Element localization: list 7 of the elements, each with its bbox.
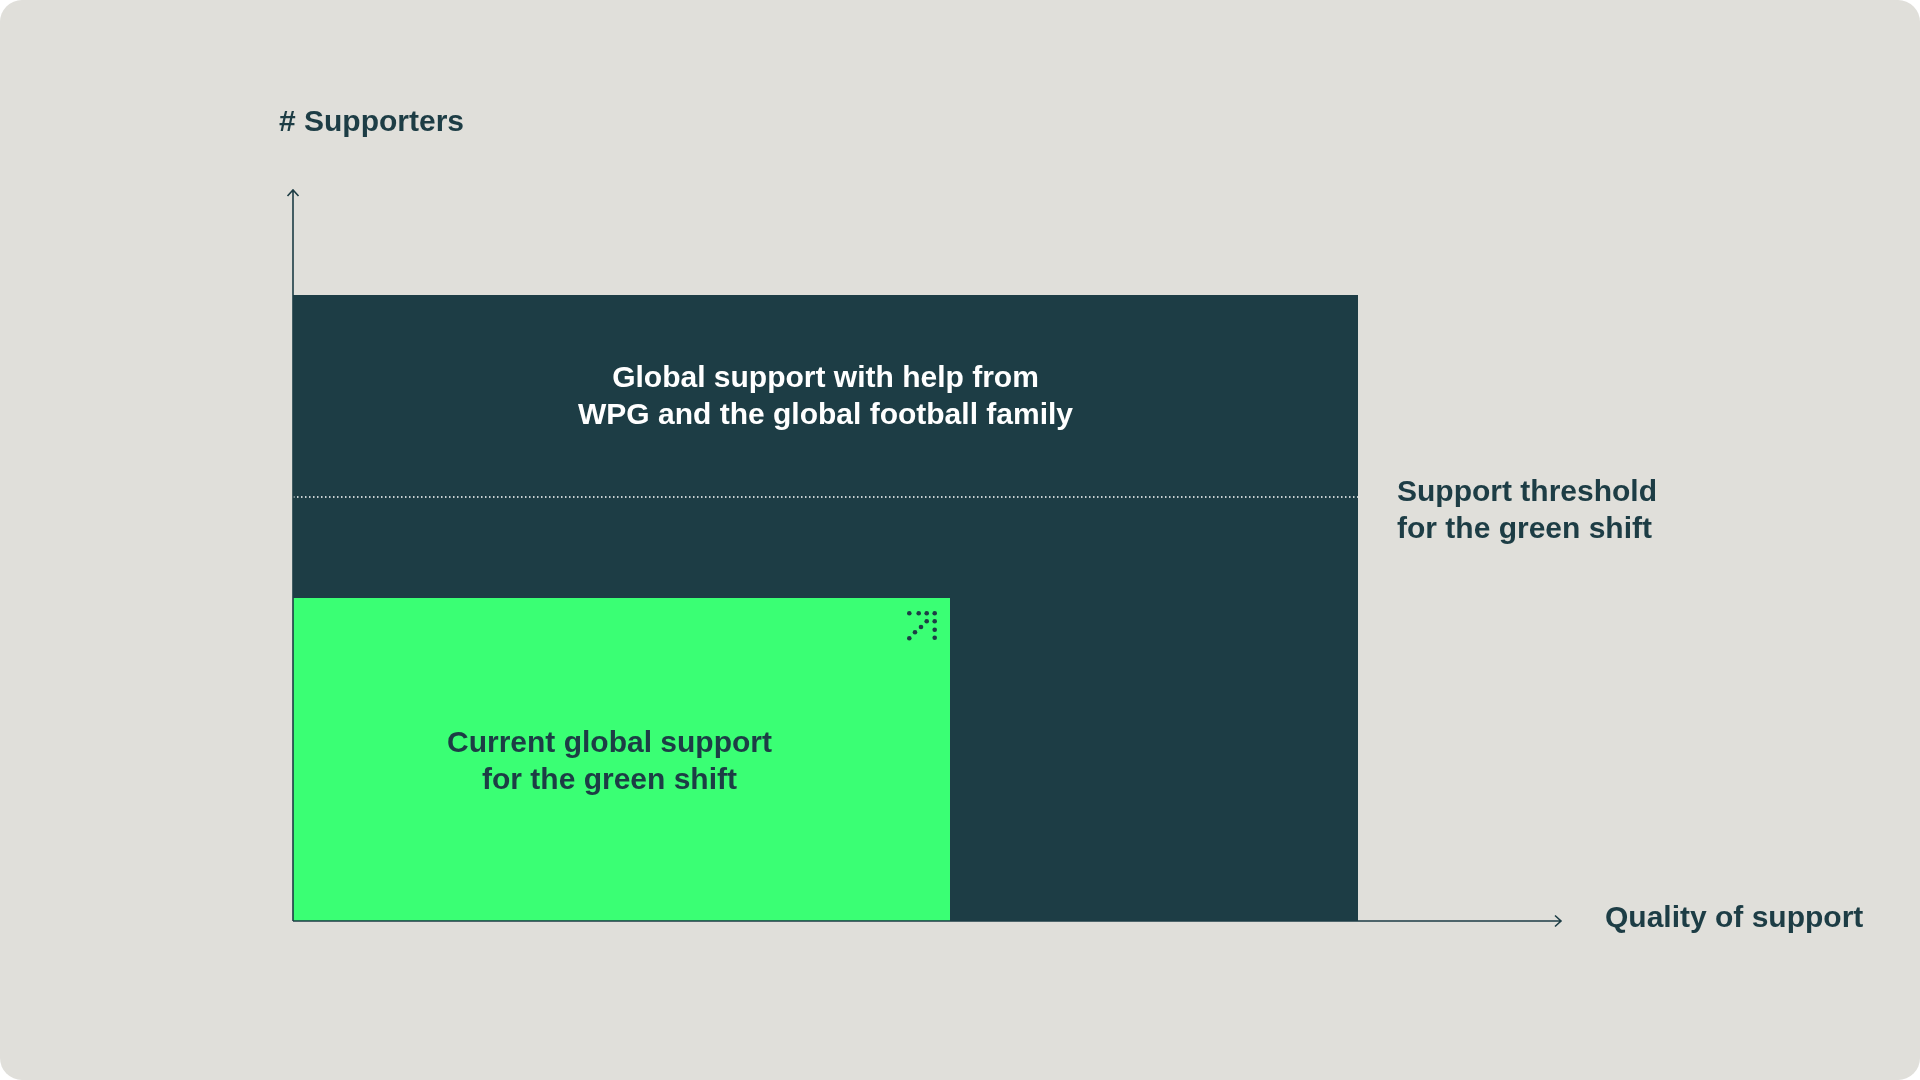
threshold-label: Support threshold for the green shift [1397,473,1658,546]
y-axis-label: # Supporters [279,103,465,139]
area-label: Global support with help from WPG and the global football family [577,359,1074,432]
x-axis-label: Quality of support [1605,899,1864,935]
current-support-area [293,598,950,921]
area-label: Current global support for the green shift [446,724,773,797]
potential-support-area [293,295,1358,921]
